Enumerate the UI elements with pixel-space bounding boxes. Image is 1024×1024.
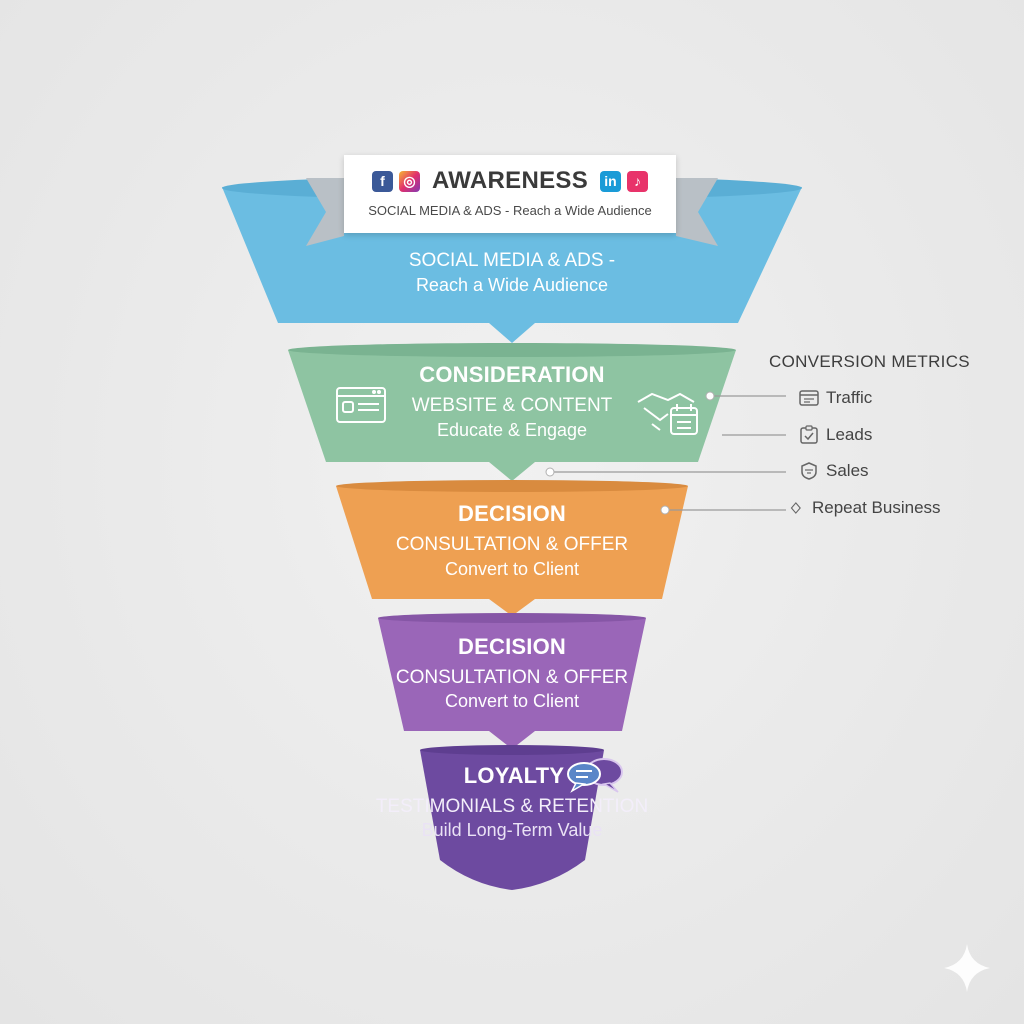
website-icon: [336, 387, 386, 423]
diamond-icon: [790, 502, 801, 514]
metric-label: Traffic: [826, 388, 873, 407]
instagram-icon: ◎: [398, 170, 420, 192]
metric-traffic: Traffic: [798, 388, 872, 408]
awareness-banner: f ◎ AWARENESS in ♪ SOCIAL MEDIA & ADS - …: [344, 155, 676, 233]
clipboard-check-icon: [800, 425, 818, 444]
connector-dot: [705, 391, 715, 401]
banner-title-row: f ◎ AWARENESS in ♪: [344, 167, 676, 195]
facebook-icon: f: [371, 170, 393, 192]
banner-title: AWARENESS: [431, 167, 589, 194]
connector-dot: [660, 505, 670, 515]
loyalty-line1: TESTIMONIALS & RETENTION: [375, 796, 649, 817]
metric-repeat-business: Repeat Business: [790, 498, 941, 518]
browser-icon: [799, 390, 819, 406]
connector-dot: [545, 467, 555, 477]
tiktok-icon: ♪: [627, 170, 649, 192]
metrics-title: CONVERSION METRICS: [769, 352, 970, 371]
decision-1-line1: CONSULTATION & OFFER: [395, 534, 629, 555]
metric-connectors: [550, 395, 786, 511]
decision-stage-1: [336, 480, 688, 616]
loyalty-stage: [420, 745, 604, 890]
metric-sales: Sales: [798, 461, 869, 481]
metric-label: Repeat Business: [812, 498, 941, 517]
decision-2-line2: Convert to Client: [444, 691, 580, 711]
metric-label: Sales: [826, 461, 869, 480]
banner-subtitle: SOCIAL MEDIA & ADS - Reach a Wide Audien…: [368, 203, 652, 218]
decision-2-line1: CONSULTATION & OFFER: [395, 667, 629, 688]
metric-leads: Leads: [798, 425, 872, 445]
decision-stage-2: [378, 613, 646, 749]
awareness-line1: SOCIAL MEDIA & ADS -: [408, 250, 616, 271]
sparkle-icon: [944, 944, 990, 992]
badge-icon: [801, 462, 817, 480]
decision-1-title: DECISION: [458, 501, 566, 526]
handshake-calendar-icon: [637, 392, 698, 435]
loyalty-line2: Build Long-Term Value: [421, 820, 603, 840]
decision-1-line2: Convert to Client: [444, 559, 580, 579]
consideration-title: CONSIDERATION: [419, 362, 605, 387]
chat-bubbles-icon: [567, 758, 623, 793]
consideration-line2: Educate & Engage: [436, 420, 588, 440]
consideration-line1: WEBSITE & CONTENT: [411, 395, 613, 416]
metric-label: Leads: [826, 425, 873, 444]
linkedin-icon: in: [600, 170, 622, 192]
awareness-line2: Reach a Wide Audience: [415, 275, 609, 295]
loyalty-title: LOYALTY: [463, 763, 565, 788]
consideration-stage: [288, 343, 736, 481]
decision-2-title: DECISION: [458, 634, 566, 659]
